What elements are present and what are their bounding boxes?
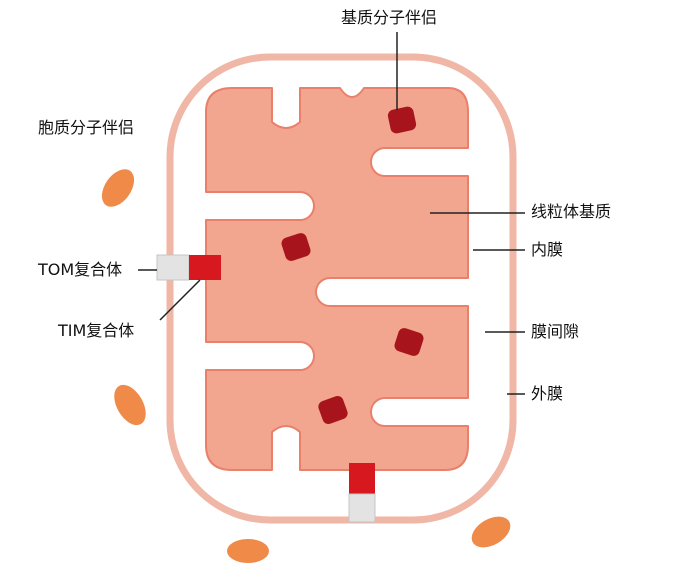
- label-cytosolic-chaperone: 胞质分子伴侣: [38, 118, 135, 137]
- matrix-chaperone: [387, 106, 417, 134]
- label-outer-membrane: 外膜: [531, 384, 564, 403]
- tom-complex: [156, 254, 190, 281]
- label-intermembrane-space: 膜间隙: [531, 322, 580, 341]
- label-matrix-chaperone: 基质分子伴侣: [341, 8, 438, 27]
- matrix-chaperone: [394, 328, 424, 356]
- cytosolic-chaperone: [471, 516, 511, 548]
- cytosolic-chaperone: [227, 539, 269, 563]
- tim-complex: [189, 255, 221, 280]
- cytosolic-chaperone: [101, 169, 135, 207]
- tim-complex: [349, 463, 375, 494]
- label-tom-complex: TOM复合体: [38, 260, 123, 279]
- leader-line: [159, 279, 201, 321]
- label-inner-membrane: 内膜: [531, 240, 564, 259]
- label-tim-complex: TIM复合体: [58, 321, 135, 340]
- matrix-chaperone: [318, 395, 348, 425]
- matrix-chaperone: [281, 233, 311, 261]
- tom-complex: [348, 493, 376, 523]
- cytosolic-chaperone: [114, 384, 146, 426]
- label-mito-matrix: 线粒体基质: [531, 202, 612, 221]
- mitochondrial-matrix: [205, 87, 469, 471]
